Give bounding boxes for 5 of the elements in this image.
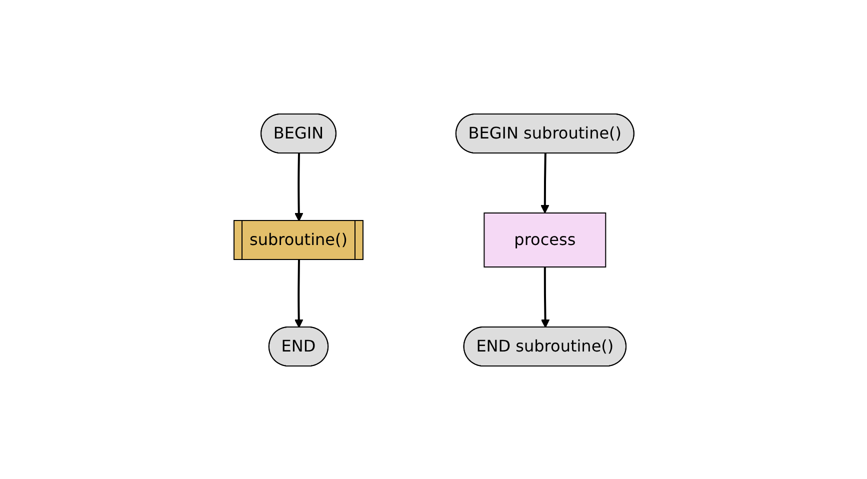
- arrow: [294, 152, 303, 221]
- arrow: [540, 152, 549, 213]
- arrow: [294, 259, 303, 328]
- node-box: process: [483, 212, 606, 267]
- arrow: [540, 266, 550, 328]
